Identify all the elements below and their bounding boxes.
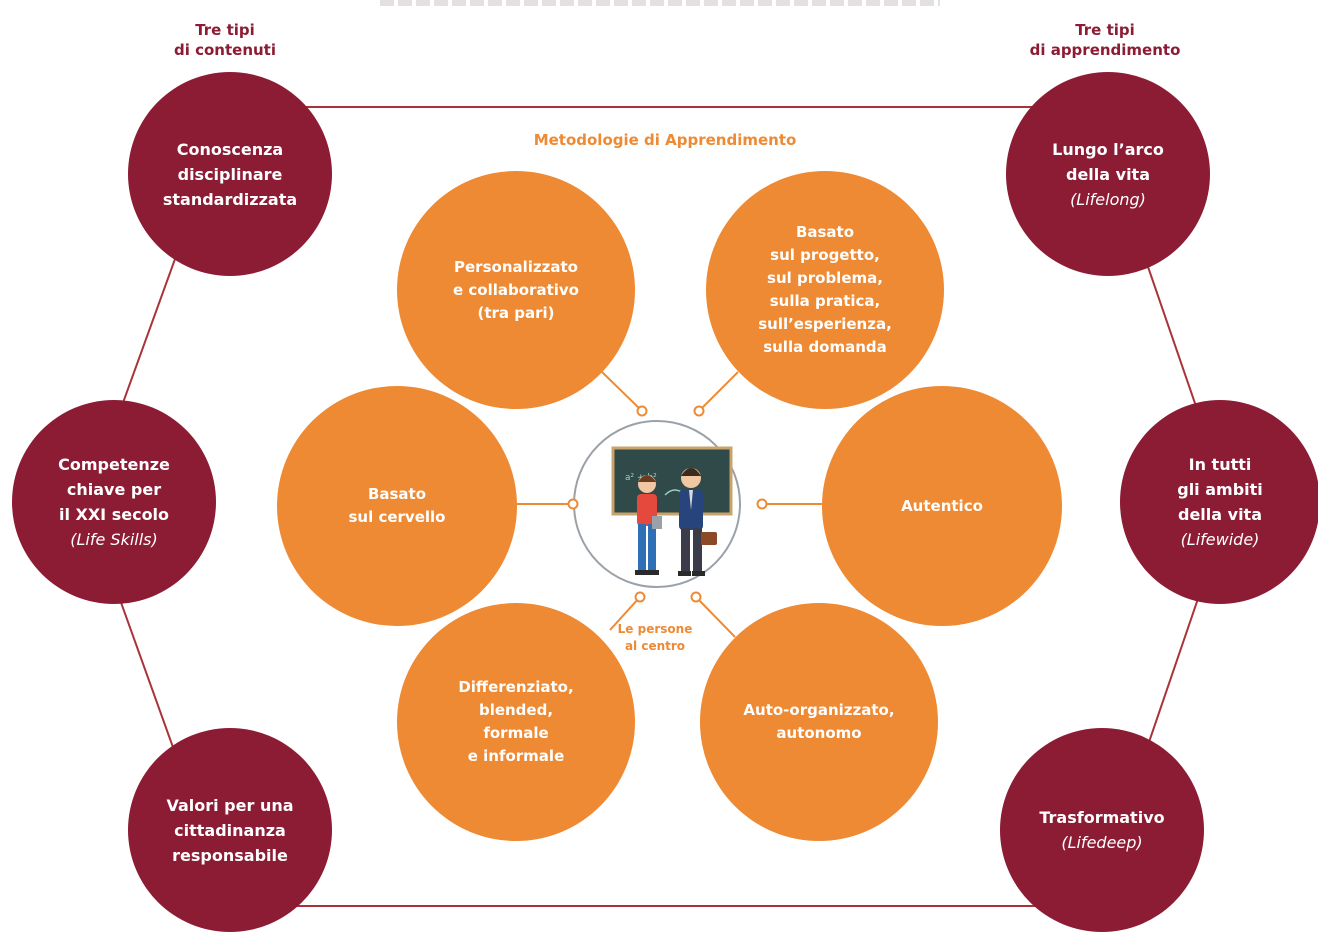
spoke-top-left bbox=[601, 371, 643, 412]
circle-text: Valori per una bbox=[166, 795, 294, 815]
learning-types-header: Tre tipi di apprendimento bbox=[1010, 20, 1200, 60]
method-authentic: Autentico bbox=[822, 386, 1062, 626]
methodologies-title: Metodologie di Apprendimento bbox=[533, 131, 797, 149]
circle-text: Auto-organizzato, bbox=[743, 701, 895, 719]
circle-text: Personalizzato bbox=[454, 257, 578, 276]
circle-text: cittadinanza bbox=[174, 820, 286, 840]
circle-text: della vita bbox=[1066, 164, 1150, 184]
faded-caption bbox=[380, 0, 940, 6]
circle-text-italic: (Life Skills) bbox=[70, 530, 158, 549]
label-line: al centro bbox=[624, 639, 686, 653]
circle-text: gli ambiti bbox=[1177, 480, 1263, 499]
circle-text: Differenziato, bbox=[458, 678, 574, 696]
content-type-values: Valori per una cittadinanza responsabile bbox=[128, 728, 332, 932]
spoke-bottom-right bbox=[695, 596, 736, 638]
circle-text: e informale bbox=[467, 747, 565, 765]
spoke-bottom-left bbox=[609, 596, 641, 631]
circle-text: Autentico bbox=[901, 496, 983, 515]
teacher-and-student-at-blackboard-icon: a² + b² bbox=[611, 446, 733, 576]
circle-text: sul progetto, bbox=[770, 246, 880, 264]
learning-type-lifelong: Lungo l’arco della vita (Lifelong) bbox=[1006, 72, 1210, 276]
method-personalized: Personalizzato e collaborativo (tra pari… bbox=[397, 171, 635, 409]
circle-text: In tutti bbox=[1188, 455, 1252, 474]
header-line: di contenuti bbox=[174, 41, 276, 59]
circle-text: Conoscenza bbox=[176, 139, 284, 159]
circle-text: sulla domanda bbox=[763, 338, 887, 356]
header-line: Tre tipi bbox=[195, 21, 255, 39]
circle-text: formale bbox=[483, 724, 549, 742]
circle-text: (tra pari) bbox=[477, 303, 555, 322]
circle-text: responsabile bbox=[172, 845, 288, 865]
circle-text-italic: (Lifedeep) bbox=[1061, 833, 1143, 852]
circle-text: disciplinare bbox=[177, 164, 283, 184]
header-line: Tre tipi bbox=[1075, 21, 1135, 39]
circle-text: sul problema, bbox=[767, 269, 883, 287]
content-type-knowledge: Conoscenza disciplinare standardizzata bbox=[128, 72, 332, 276]
circle-text: il XXI secolo bbox=[58, 505, 170, 524]
method-differentiated: Differenziato, blended, formale e inform… bbox=[397, 603, 635, 841]
circle-text: autonomo bbox=[776, 724, 862, 742]
header-line: di apprendimento bbox=[1029, 41, 1181, 59]
circle-text-italic: (Lifelong) bbox=[1070, 189, 1146, 209]
circle-text: Basato bbox=[367, 485, 427, 503]
circle-text: chiave per bbox=[66, 480, 162, 499]
method-project-based: Basato sul progetto, sul problema, sulla… bbox=[706, 171, 944, 409]
people-at-center-label: Le persone al centro bbox=[615, 621, 695, 655]
method-self-organized: Auto-organizzato, autonomo bbox=[700, 603, 938, 841]
learning-type-lifedeep: Trasformativo (Lifedeep) bbox=[1000, 728, 1204, 932]
circle-text: Lungo l’arco bbox=[1052, 139, 1164, 159]
circle-text: blended, bbox=[478, 701, 554, 719]
method-brain-based: Basato sul cervello bbox=[277, 386, 517, 626]
label-line: Le persone bbox=[617, 622, 693, 636]
circle-text: sulla pratica, bbox=[769, 292, 881, 310]
learning-type-lifewide: In tutti gli ambiti della vita (Lifewide… bbox=[1120, 400, 1318, 604]
content-types-header: Tre tipi di contenuti bbox=[150, 20, 300, 60]
spoke-top-right bbox=[698, 371, 739, 412]
circle-text: sul cervello bbox=[348, 508, 446, 526]
content-type-skills: Competenze chiave per il XXI secolo (Lif… bbox=[12, 400, 216, 604]
circle-text: standardizzata bbox=[162, 189, 298, 209]
circle-text-italic: (Lifewide) bbox=[1180, 530, 1260, 549]
circle-text: Competenze bbox=[58, 455, 170, 474]
circle-text: Trasformativo bbox=[1039, 808, 1165, 827]
circle-text: Basato bbox=[795, 223, 855, 241]
circle-text: della vita bbox=[1178, 505, 1262, 524]
circle-text: e collaborativo bbox=[453, 280, 579, 299]
circle-text: sull’esperienza, bbox=[758, 315, 892, 333]
